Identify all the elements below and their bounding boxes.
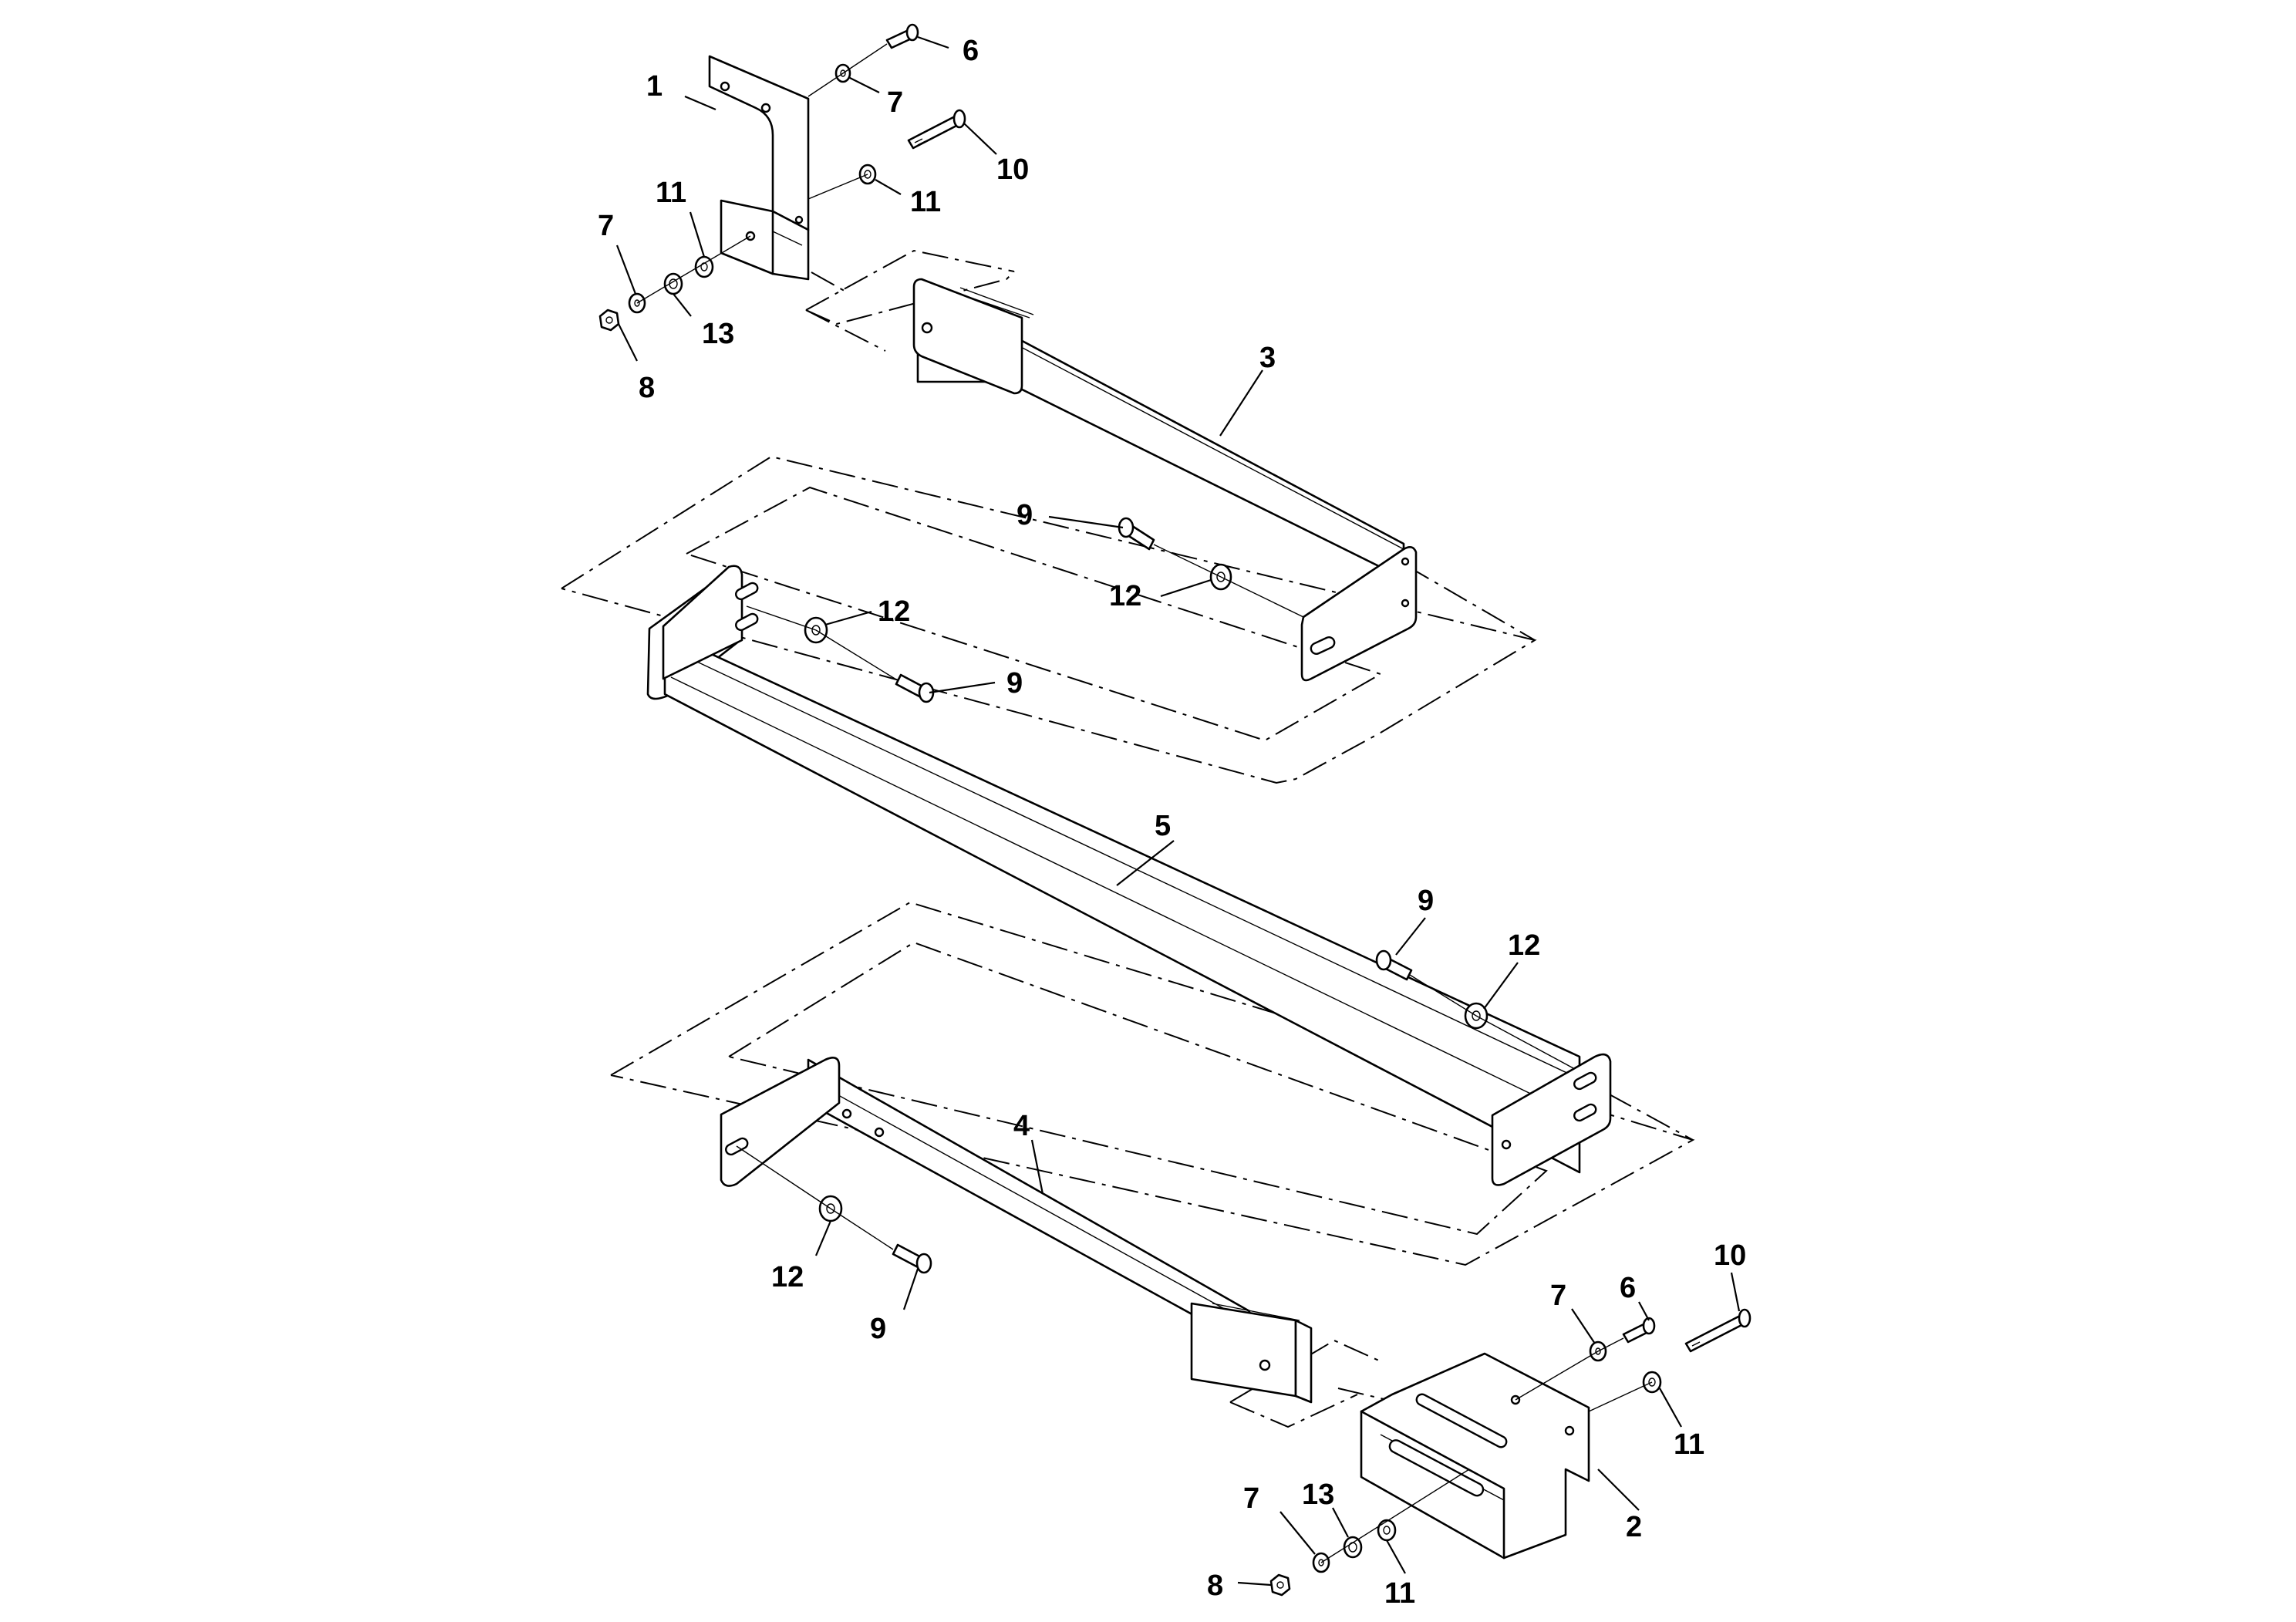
callout-11-upper-right: 11 xyxy=(910,186,941,218)
callout-8-lower: 8 xyxy=(1207,1570,1223,1602)
washer-part-11-lower-left xyxy=(1377,1519,1397,1542)
bolt-part-6-upper xyxy=(885,23,919,49)
arm-part-4 xyxy=(720,1057,1313,1404)
bracket-part-1 xyxy=(708,55,810,281)
callout-11-upper-left: 11 xyxy=(656,177,686,209)
callout-6-lower: 6 xyxy=(1620,1272,1636,1304)
bolt-part-6-lower xyxy=(1622,1317,1656,1344)
callout-11-lower-left: 11 xyxy=(1384,1577,1415,1610)
callout-7-upper-left: 7 xyxy=(598,210,614,242)
bolt-part-10-upper xyxy=(907,109,966,150)
callout-7-lower-left: 7 xyxy=(1243,1482,1259,1515)
fastener-alignment-lines xyxy=(636,43,1653,1563)
washer-part-13-upper xyxy=(663,272,683,295)
bolt-part-9-d xyxy=(892,1243,932,1274)
callout-13-lower: 13 xyxy=(1302,1479,1334,1511)
callout-1: 1 xyxy=(646,70,663,103)
bolt-part-10-lower xyxy=(1684,1308,1752,1353)
callout-6-upper: 6 xyxy=(963,35,979,67)
crossmember-part-5 xyxy=(646,565,1612,1186)
callout-12-b: 12 xyxy=(878,595,910,628)
callout-10-upper: 10 xyxy=(996,153,1029,186)
bolt-part-9-c xyxy=(1375,949,1413,981)
callout-labels: 1 6 7 10 11 11 7 13 8 3 9 12 12 9 5 9 12… xyxy=(598,35,1746,1610)
callout-leader-lines xyxy=(615,35,1741,1587)
bolt-part-9-a xyxy=(1118,517,1155,551)
callout-10-lower: 10 xyxy=(1714,1239,1746,1272)
callout-4: 4 xyxy=(1013,1110,1030,1142)
callout-12-a: 12 xyxy=(1109,580,1141,612)
callout-3: 3 xyxy=(1259,342,1276,374)
callout-9-b: 9 xyxy=(1006,667,1023,700)
nut-part-8-lower xyxy=(1269,1573,1291,1597)
washer-part-13-lower xyxy=(1343,1536,1363,1559)
callout-12-d: 12 xyxy=(771,1261,804,1293)
callout-11-lower-right: 11 xyxy=(1674,1428,1704,1461)
callout-9-c: 9 xyxy=(1418,885,1434,917)
nut-part-8-upper xyxy=(598,309,620,332)
callout-8-upper: 8 xyxy=(639,372,655,404)
arm-part-3 xyxy=(912,278,1418,682)
bolt-part-9-b xyxy=(895,673,935,703)
callout-9-d: 9 xyxy=(870,1313,886,1345)
callout-12-c: 12 xyxy=(1508,929,1540,962)
callout-2: 2 xyxy=(1626,1511,1642,1543)
callout-5: 5 xyxy=(1155,810,1171,842)
callout-7-upper: 7 xyxy=(887,86,903,119)
callout-13-upper: 13 xyxy=(702,318,734,350)
callout-7-lower: 7 xyxy=(1550,1280,1566,1312)
bracket-part-2 xyxy=(1360,1352,1590,1560)
callout-9-a: 9 xyxy=(1017,499,1033,531)
